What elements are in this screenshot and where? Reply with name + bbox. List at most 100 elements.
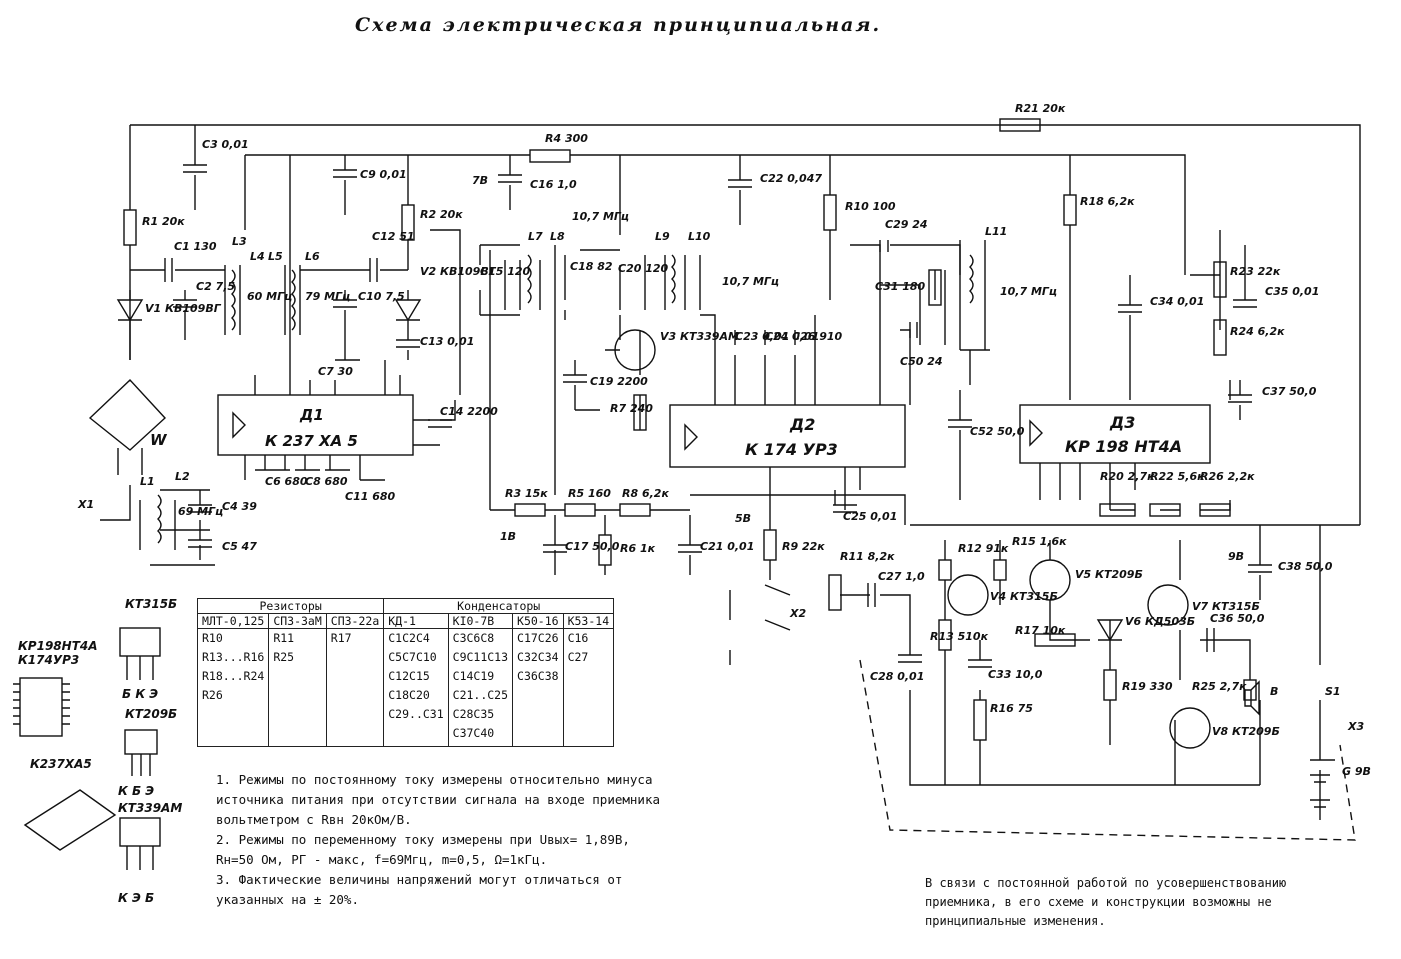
label-V8: V8 КТ209Б: [1212, 725, 1280, 738]
capacitor-C4: [188, 504, 212, 513]
table-item: C9C11C13: [452, 650, 509, 664]
transistor-V4: [947, 574, 989, 616]
label-S1: S1: [1325, 685, 1341, 698]
label-R25: R25 2,7к: [1192, 680, 1247, 693]
label-v-1b: 1В: [500, 530, 516, 543]
capacitor-C2: [173, 299, 197, 308]
table-row: R10 R13...R16 R18...R24 R26 R11 R25 R17 …: [196, 628, 615, 747]
pinout-chip1-label: КР198НТ4А: [18, 639, 98, 653]
resistor-R11: [828, 574, 842, 611]
label-C7: C7 30: [318, 365, 353, 378]
label-f1: 60 МГц: [247, 290, 292, 303]
label-C1: C1 130: [174, 240, 217, 253]
label-R1: R1 20к: [142, 215, 185, 228]
label-C34: C34 0,01: [1150, 295, 1204, 308]
note-line: 1. Режимы по постоянному току измерены о…: [216, 772, 653, 787]
remark-line: В связи с постоянной работой по усоверше…: [925, 876, 1287, 890]
capacitor-C17: [543, 544, 567, 553]
capacitor-C12: [369, 258, 378, 282]
resistor-R16: [973, 699, 987, 741]
label-C19: C19 2200: [590, 375, 648, 388]
label-L11: L11: [985, 225, 1007, 238]
table-group-capacitors: Конденсаторы: [383, 598, 615, 614]
capacitor-C14: [428, 419, 452, 428]
diode-V6: [1096, 619, 1124, 642]
label-B: B: [1270, 685, 1278, 698]
component-bodies: [116, 118, 1330, 808]
table-item: R10: [202, 631, 223, 645]
label-C18: C18 82: [570, 260, 613, 273]
capacitor-C22: [728, 179, 752, 188]
chip-D3-name: Д3: [1109, 413, 1135, 432]
label-f2: 79 МГц: [305, 290, 350, 303]
remark-block: В связи с постоянной работой по усоверше…: [925, 874, 1365, 931]
resistor-R13: [938, 619, 952, 651]
pinout-to92-3: [119, 817, 161, 847]
label-C9: C9 0,01: [360, 168, 407, 181]
label-V4: V4 КТ315Б: [990, 590, 1058, 603]
label-C14: C14 2200: [440, 405, 498, 418]
capacitor-C28: [898, 654, 922, 663]
resistor-R17: [1034, 633, 1076, 647]
capacitor-C1: [164, 258, 173, 282]
speaker-B: [1244, 680, 1260, 716]
coil-L11: [969, 254, 974, 304]
label-R2: R2 20к: [420, 208, 463, 221]
label-V2: V2 КВ109ВГ: [420, 265, 497, 278]
table-cell: C16 C27: [562, 628, 615, 747]
label-L5: L5: [268, 250, 283, 263]
label-R10: R10 100: [845, 200, 896, 213]
label-R16: R16 75: [990, 702, 1033, 715]
pinout-t2-pins: К Б Э: [118, 784, 154, 798]
resistor-R3: [514, 503, 546, 517]
resistor-R23: [1213, 261, 1227, 298]
note-line: Rн=50 Ом, РГ - макс, f=69Мгц, m=0,5, Ω=1…: [216, 852, 548, 867]
pinout-t1-pins: Б К Э: [122, 687, 158, 701]
resistor-R15: [993, 559, 1007, 581]
resistor-R24: [1213, 319, 1227, 356]
resistor-R21: [999, 118, 1041, 132]
table-item: C17C26: [517, 631, 559, 645]
remark-line: принципиальные изменения.: [925, 914, 1106, 928]
capacitor-C9: [333, 169, 357, 178]
label-R24: R24 6,2к: [1230, 325, 1285, 338]
capacitor-C34: [1118, 304, 1142, 313]
label-C3: C3 0,01: [202, 138, 249, 151]
table-item: C37C40: [452, 726, 495, 740]
pinout-labels: КР198НТ4А К174УР3 К237ХА5 КТ315Б Б К Э К…: [18, 597, 182, 905]
label-f3: 10,7 МГц: [572, 210, 629, 223]
resistor-R25: [1243, 679, 1257, 701]
label-R8: R8 6,2к: [622, 487, 669, 500]
label-C31: C31 180: [875, 280, 926, 293]
table-cell: R17: [325, 628, 385, 747]
resistor-R5: [564, 503, 596, 517]
label-C37: C37 50,0: [1262, 385, 1317, 398]
label-C28: C28 0,01: [870, 670, 924, 683]
label-V5: V5 КТ209Б: [1075, 568, 1143, 581]
resistor-R7: [633, 394, 647, 431]
table-item: C3C6C8: [452, 631, 495, 645]
notes-block: 1. Режимы по постоянному току измерены о…: [216, 770, 736, 910]
label-L4: L4: [250, 250, 265, 263]
capacitor-C33: [968, 659, 992, 668]
table-item: C18C20: [388, 688, 430, 702]
note-line: указанных на ± 20%.: [216, 892, 359, 907]
label-C2: C2 7,5: [196, 280, 235, 293]
table-header: К53-14: [562, 613, 615, 629]
label-C13: C13 0,01: [420, 335, 474, 348]
label-R3: R3 15к: [505, 487, 548, 500]
table-item: C36C38: [517, 669, 559, 683]
label-R23: R23 22к: [1230, 265, 1281, 278]
capacitor-C16: [498, 174, 522, 183]
label-R21: R21 20к: [1015, 102, 1066, 115]
resistor-R26: [1199, 503, 1231, 517]
table-item: R13...R16: [202, 650, 265, 664]
table-item: C5C7C10: [388, 650, 437, 664]
table-item: C1C2C4: [388, 631, 430, 645]
label-R12: R12 91к: [958, 542, 1009, 555]
label-R9: R9 22к: [782, 540, 825, 553]
label-L6: L6: [305, 250, 320, 263]
note-line: 2. Режимы по переменному току измерены п…: [216, 832, 630, 847]
component-labels: R1 20к C3 0,01 C1 130 C2 7,5 V1 КВ109ВГ …: [77, 102, 1371, 778]
label-L3: L3: [232, 235, 247, 248]
